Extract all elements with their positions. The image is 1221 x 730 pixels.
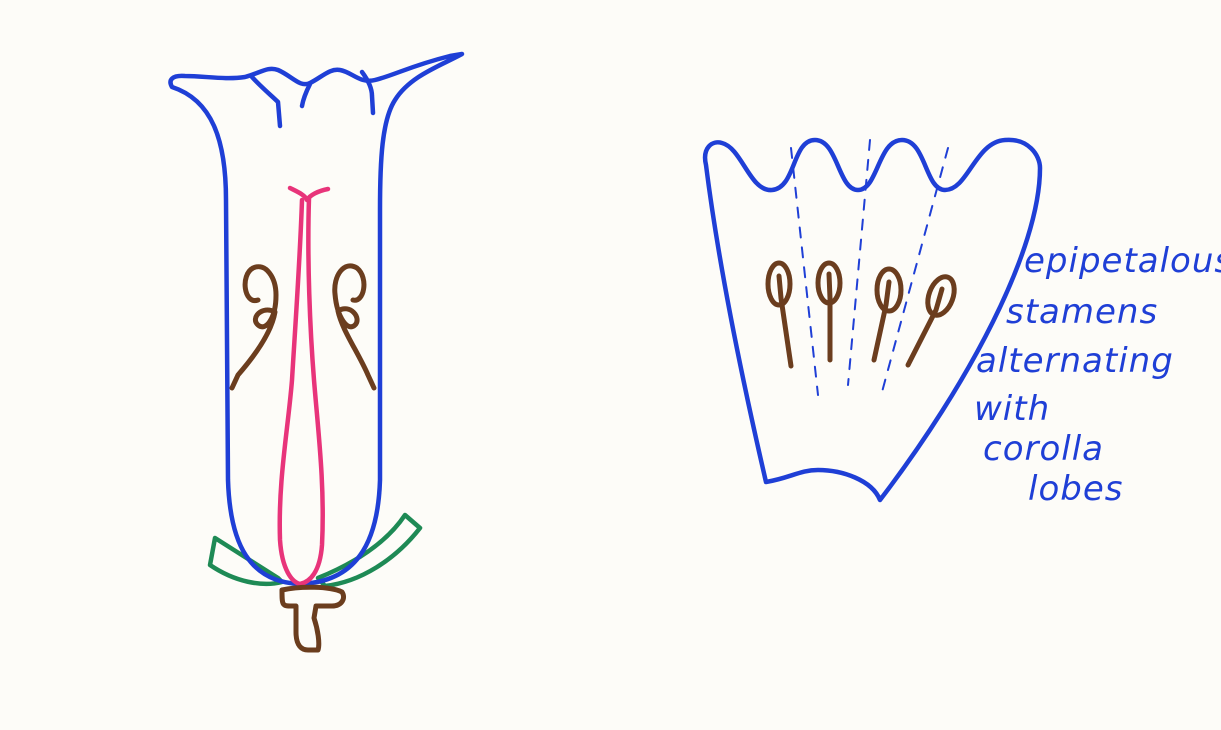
pedicel <box>282 587 344 650</box>
stamen-4 <box>908 273 959 365</box>
lobe-dashed-lines <box>791 140 948 395</box>
whole-flower <box>171 54 462 650</box>
annotation-line-3: alternating <box>976 341 1174 381</box>
annotation-line-4: with <box>974 389 1050 429</box>
corolla-tube <box>171 54 462 584</box>
corolla-lobe-fold-mid <box>302 84 310 106</box>
style-and-ovary <box>280 198 323 584</box>
corolla-lobe-fold-left <box>252 77 280 126</box>
annotation-line-1: epipetalous <box>1024 241 1221 281</box>
stamen-1 <box>768 263 791 366</box>
annotation-line-5: corolla <box>983 429 1104 469</box>
stamen-2 <box>818 263 840 360</box>
annotation-line-2: stamens <box>1006 292 1158 332</box>
stamen-right <box>335 266 374 388</box>
stamen-left <box>232 267 276 388</box>
corolla-lobe-fold-right <box>362 72 373 113</box>
stamen-3 <box>874 269 901 360</box>
stamens-whole-flower <box>232 266 374 388</box>
pistil <box>280 188 328 584</box>
opened-corolla: epipetalous stamens alternating with cor… <box>705 140 1221 509</box>
dashed-line-1 <box>791 148 818 395</box>
pedicel-stalk <box>282 587 344 650</box>
annotation-line-6: lobes <box>1028 469 1123 509</box>
corolla <box>171 54 462 584</box>
stamens-opened <box>768 263 959 366</box>
dashed-line-2 <box>848 140 870 385</box>
